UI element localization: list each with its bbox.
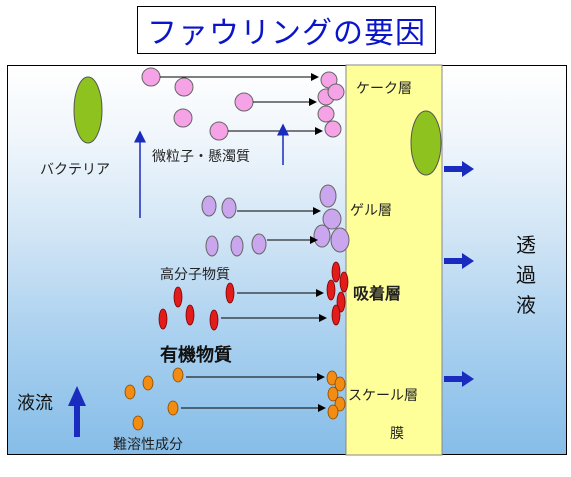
particle [174,77,194,97]
scale [132,415,144,431]
scale [334,396,346,412]
bacterium [73,76,103,144]
bacteria-label: バクテリア [40,162,110,178]
scale [167,400,179,416]
organic [326,279,336,301]
liquid-flow-label: 液流 [17,393,53,414]
diagram-title: ファウリングの要因 [147,16,426,51]
organic [331,261,341,283]
particle [317,105,335,123]
particle [324,120,342,138]
liquid-flow-arrow [68,386,86,437]
membrane-label: 膜 [390,426,404,442]
particle [327,83,345,101]
scale-layer-label: スケール層 [348,388,418,404]
organic-arrows [221,289,327,322]
scale [172,367,184,383]
polymer [319,184,337,208]
cake-layer-label: ケーク層 [356,81,412,97]
polymer [205,235,219,257]
scale [334,376,346,392]
scale [327,386,339,402]
organic-molecules [158,261,349,331]
polymer-label: 高分子物質 [160,267,230,283]
particle [141,67,161,87]
polymer [230,235,244,257]
particle [173,108,193,128]
organic [336,291,346,313]
bacterium-on-membrane [410,110,442,176]
organic-label: 有機物質 [160,345,232,366]
scale [327,404,339,420]
poorly-soluble-label: 難溶性成分 [113,437,183,453]
scale-arrows [181,373,326,412]
polymer-arrows [237,207,321,244]
scale [142,375,154,391]
organic [209,309,219,331]
polymer [251,233,267,255]
scale [124,384,136,400]
permeate-char: 透 [516,233,536,257]
gel-layer-label: ゲル層 [350,203,392,219]
title-box: ファウリングの要因 [137,6,436,54]
particle [209,121,229,141]
permeate-char: 過 [516,263,536,287]
adsorption-layer-label: 吸着層 [353,284,402,303]
fine-particles-label: 微粒子・懸濁質 [152,149,250,165]
polymer-molecules [201,184,350,257]
scale-particles [124,367,346,431]
fine-particles [141,67,345,141]
polymer [221,197,237,219]
particle [234,92,254,112]
polymer [322,208,342,230]
polymer [330,227,350,253]
organic [185,304,195,326]
particle-arrows [160,73,323,135]
organic [173,286,183,308]
organic [158,308,168,330]
permeate-label: 透 過 液 [513,230,539,320]
permeate-char: 液 [516,293,536,317]
organic [331,304,341,326]
polymer [313,224,331,248]
polymer [201,195,217,217]
upflow-arrows [134,123,289,218]
organic [225,282,235,304]
permeate-arrows [444,161,474,387]
organic [339,271,349,293]
